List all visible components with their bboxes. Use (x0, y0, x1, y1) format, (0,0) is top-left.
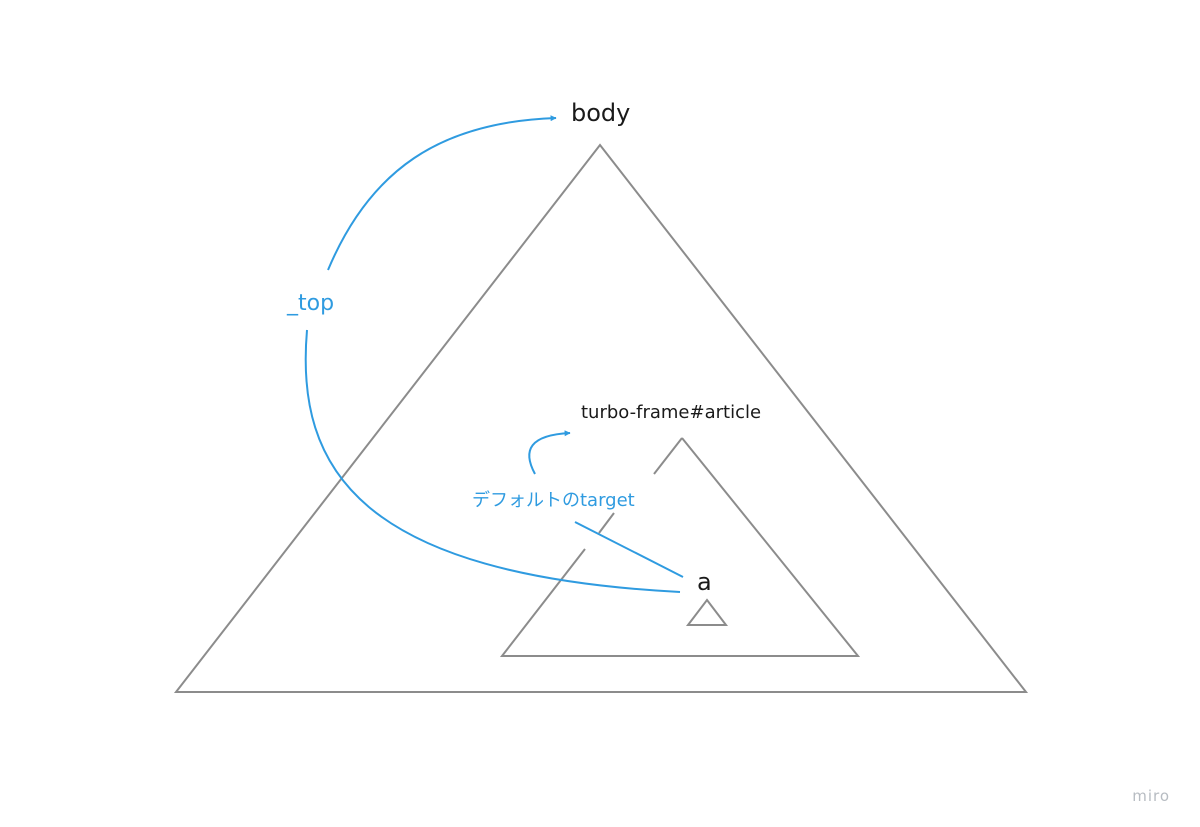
top-arrow-upper (327, 115, 557, 271)
top-arrow-lower (304, 329, 681, 593)
miro-watermark: miro (1132, 787, 1170, 805)
anchor-label: a (697, 568, 712, 596)
turbo-frame-label: turbo-frame#article (581, 402, 761, 423)
default-target-arrow-lower (574, 521, 684, 578)
turbo-frame-triangle (499, 437, 861, 657)
anchor-triangle (685, 598, 729, 626)
body-label: body (571, 99, 630, 127)
top-edge-label: _top (286, 291, 334, 316)
default-target-arrow-upper (528, 430, 571, 475)
default-target-edge-label: デフォルトのtarget (472, 490, 635, 511)
body-triangle (173, 143, 1029, 693)
